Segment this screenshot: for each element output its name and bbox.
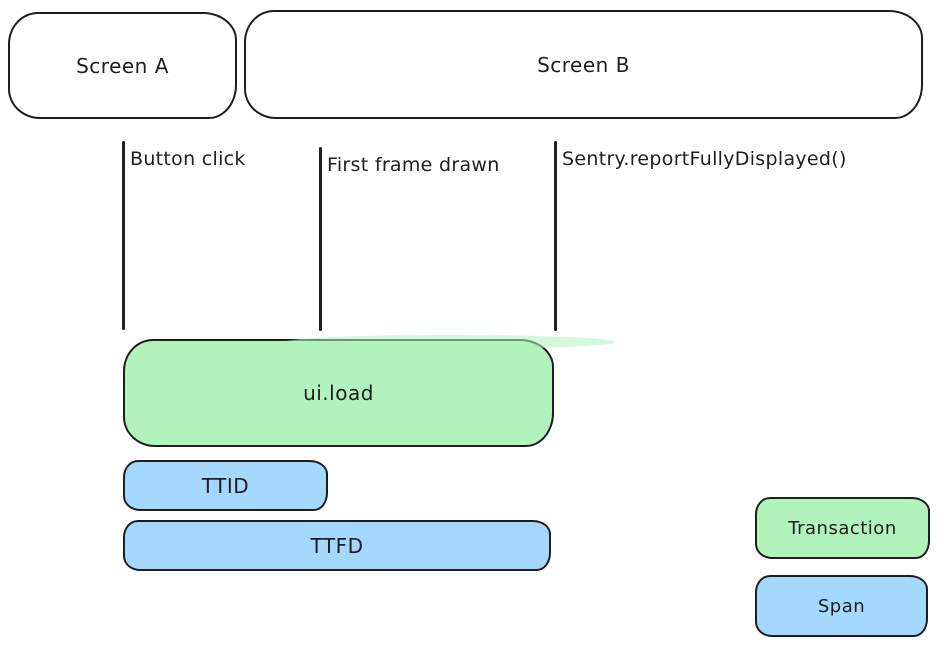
event-marker-report-fully-displayed: Sentry.reportFullyDisplayed() <box>554 141 934 331</box>
screen-a-label: Screen A <box>76 53 169 78</box>
legend-span: Span <box>755 575 928 637</box>
ui-load-label: ui.load <box>303 381 374 405</box>
event-label-report-fully-displayed: Sentry.reportFullyDisplayed() <box>562 148 847 170</box>
ui-load-transaction-bar: ui.load <box>123 335 615 447</box>
screen-a-box: Screen A <box>8 12 237 119</box>
event-label-button-click: Button click <box>130 148 246 170</box>
event-line <box>122 141 125 330</box>
event-line <box>554 141 557 331</box>
event-label-first-frame-drawn: First frame drawn <box>327 154 500 176</box>
screen-b-box: Screen B <box>244 10 923 119</box>
ttid-label: TTID <box>201 473 250 498</box>
fill-smudge <box>285 335 615 349</box>
event-line <box>319 147 322 331</box>
ttfd-label: TTFD <box>310 533 364 558</box>
event-marker-button-click: Button click <box>122 141 462 330</box>
ttfd-span-bar: TTFD <box>123 520 551 571</box>
legend-span-label: Span <box>817 595 866 617</box>
screen-b-label: Screen B <box>537 52 630 77</box>
legend-transaction-label: Transaction <box>788 517 897 539</box>
event-marker-first-frame-drawn: First frame drawn <box>319 147 659 331</box>
legend-transaction: Transaction <box>755 497 930 559</box>
ttid-span-bar: TTID <box>123 460 328 511</box>
